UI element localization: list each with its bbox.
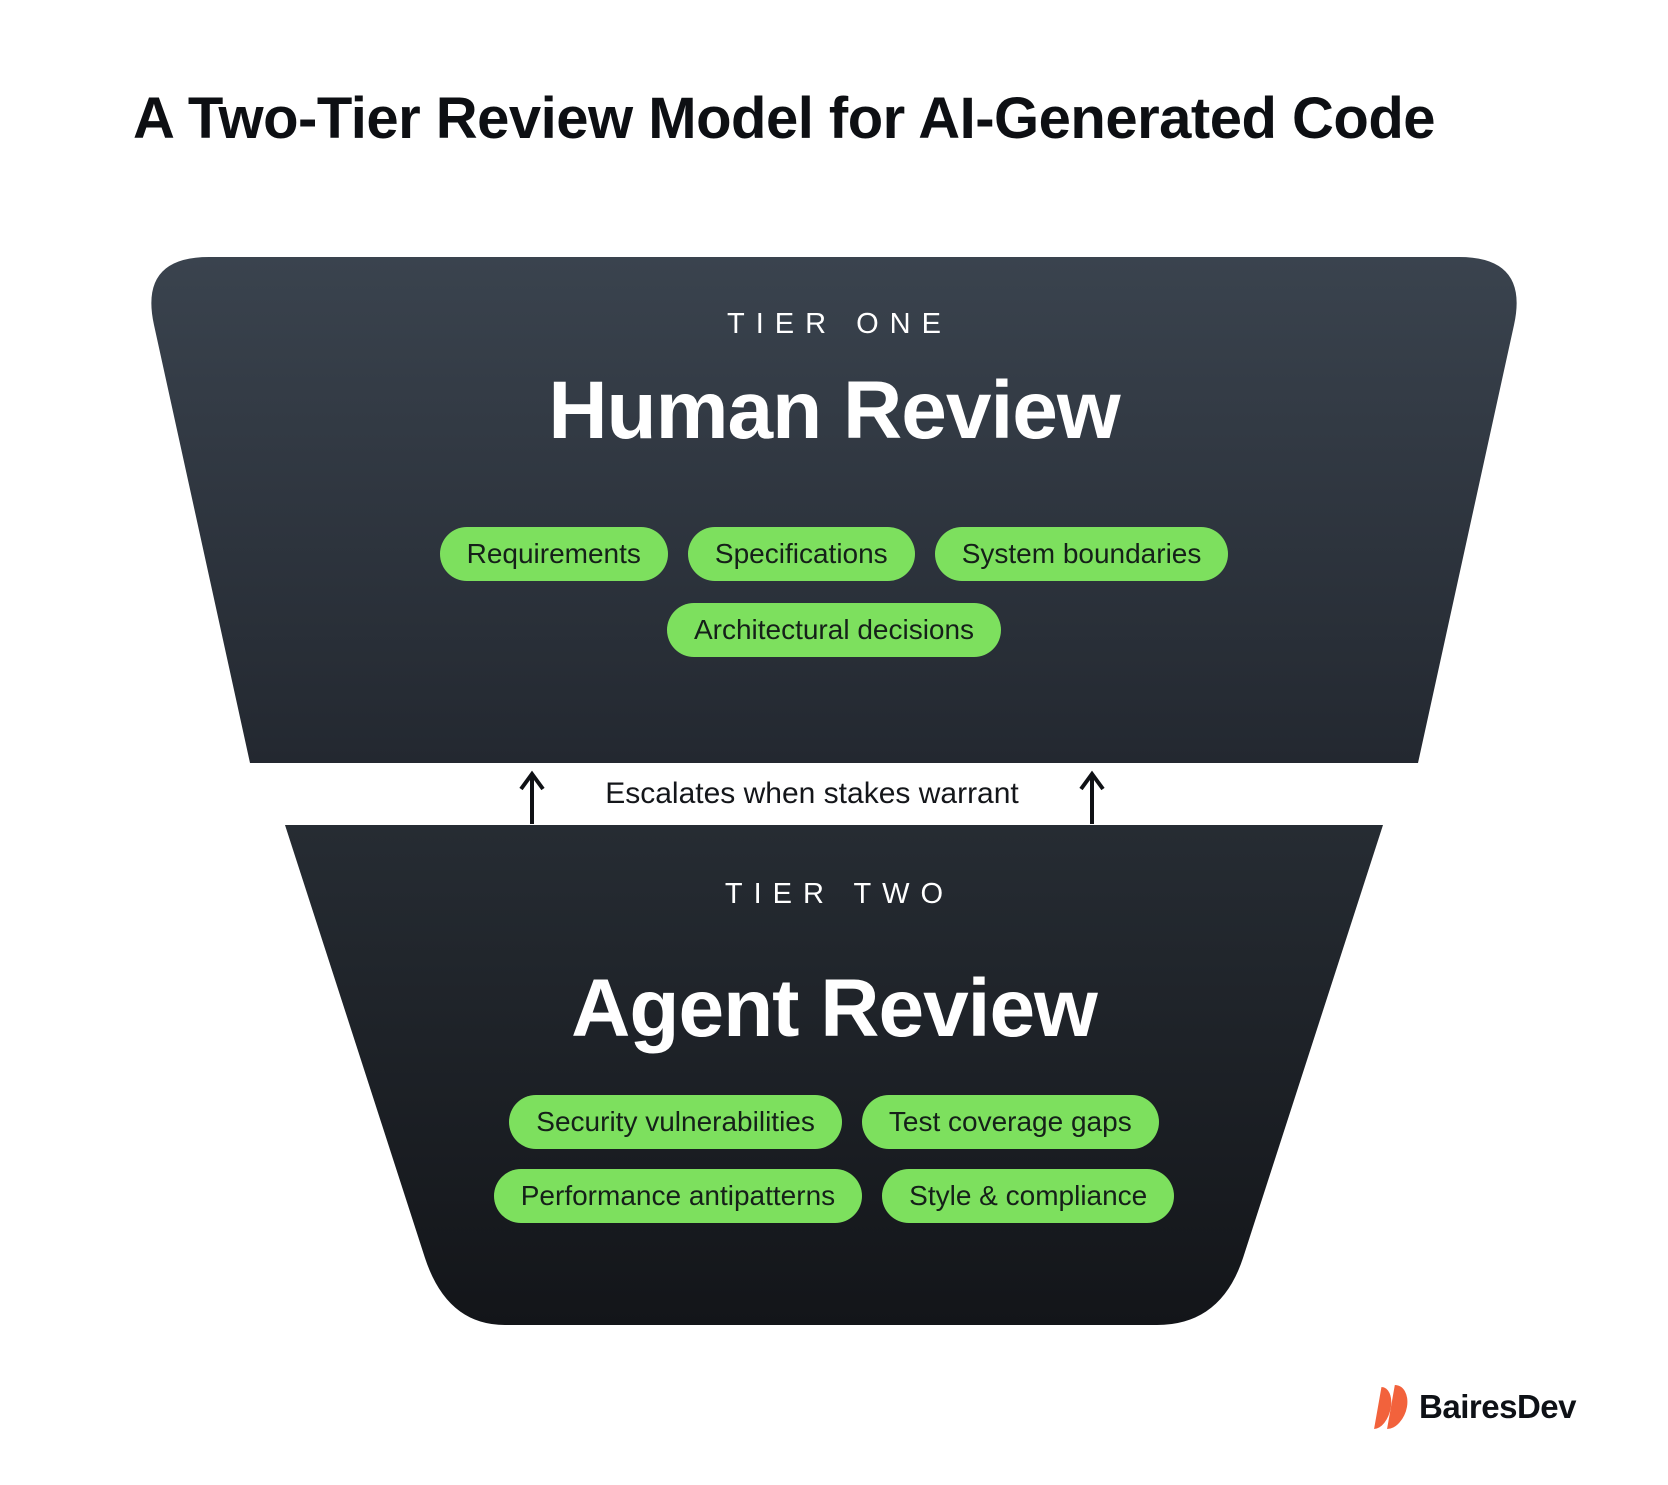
tier-two-section: TIER TWO Agent Review Security vulnerabi…	[0, 825, 1668, 1325]
tier-two-pill-row-2: Performance antipatterns Style & complia…	[0, 1169, 1668, 1223]
tier-one-section: TIER ONE Human Review Requirements Speci…	[0, 257, 1668, 763]
connector-label: Escalates when stakes warrant	[605, 777, 1019, 810]
pill-performance-antipatterns: Performance antipatterns	[493, 1169, 863, 1223]
page-title: A Two-Tier Review Model for AI-Generated…	[133, 86, 1436, 151]
pill-security-vulnerabilities: Security vulnerabilities	[509, 1095, 842, 1149]
pill-system-boundaries: System boundaries	[934, 527, 1229, 581]
pill-test-coverage-gaps: Test coverage gaps	[861, 1095, 1159, 1149]
up-arrow-icon	[1079, 770, 1105, 824]
pill-style-compliance: Style & compliance	[882, 1169, 1175, 1223]
bairesdev-logo-icon	[1374, 1385, 1408, 1429]
up-arrow-icon	[519, 770, 545, 824]
brand-lockup: BairesDev	[1374, 1384, 1576, 1430]
tier-one-eyebrow: TIER ONE	[727, 308, 952, 340]
tier-one-pill-row-2: Architectural decisions	[0, 603, 1668, 657]
tier-one-heading: Human Review	[548, 365, 1120, 456]
pill-specifications: Specifications	[687, 527, 915, 581]
brand-name: BairesDev	[1419, 1388, 1576, 1425]
pill-requirements: Requirements	[439, 527, 668, 581]
tier-one-pill-row-1: Requirements Specifications System bound…	[0, 527, 1668, 581]
tier-two-heading: Agent Review	[571, 963, 1098, 1054]
tier-two-eyebrow: TIER TWO	[724, 878, 955, 910]
tier-one-trapezoid	[151, 257, 1517, 763]
tier-two-pill-row-1: Security vulnerabilities Test coverage g…	[0, 1095, 1668, 1149]
pill-architectural-decisions: Architectural decisions	[666, 603, 1002, 657]
escalation-connector: Escalates when stakes warrant	[0, 763, 1668, 825]
